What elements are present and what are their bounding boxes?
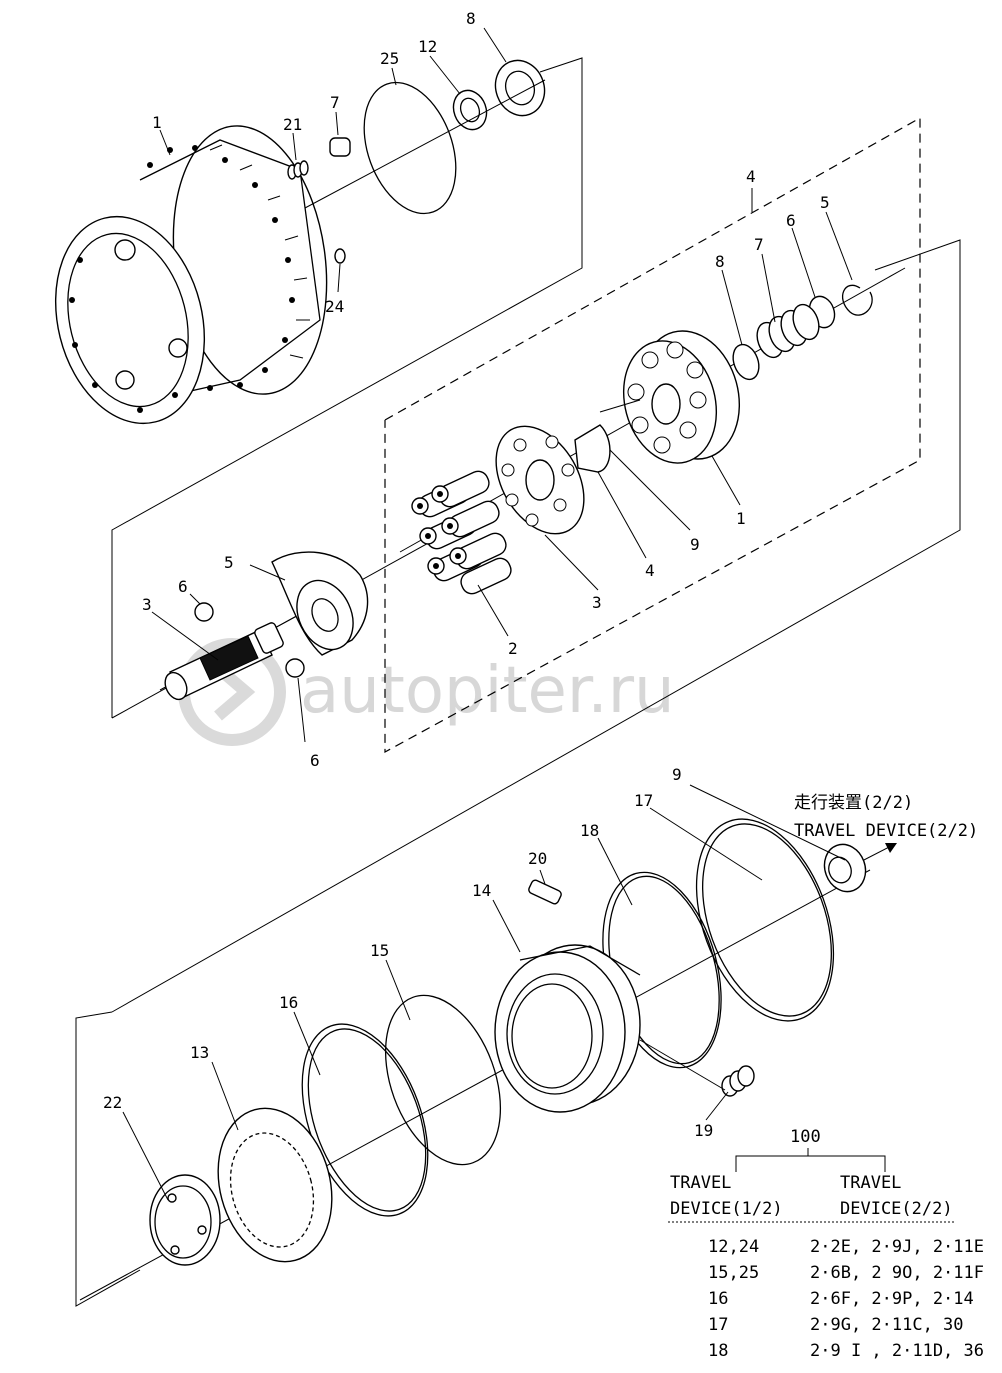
friction-plate-13 <box>217 1107 333 1263</box>
ring-17 <box>695 818 835 1022</box>
spring-19 <box>721 1065 755 1097</box>
callout-rotor-8: 8 <box>715 252 725 271</box>
callout-lower-15: 15 <box>370 941 389 960</box>
callout-housing-1: 1 <box>152 113 162 132</box>
callout-rotor-2: 2 <box>508 639 518 658</box>
piston-set-2 <box>411 470 512 595</box>
brake-piston-14 <box>494 944 641 1113</box>
table-row-part: 18 <box>708 1341 728 1361</box>
callout-rotor-3: 3 <box>592 593 602 612</box>
callout-lower-17: 17 <box>634 791 653 810</box>
table-row-refs: 2·6B, 2 9O, 2·11F <box>810 1263 984 1283</box>
ball-6-upper <box>194 602 214 622</box>
callout-lower-18: 18 <box>580 821 599 840</box>
o-ring-24 <box>334 248 346 264</box>
callout-lower-22: 22 <box>103 1093 122 1112</box>
table-row-part: 12,24 <box>708 1237 759 1257</box>
callout-shaft-6: 6 <box>178 577 188 596</box>
callout-lower-19: 19 <box>694 1121 713 1140</box>
watermark: autopiter.ru <box>178 638 675 746</box>
table-row-refs: 2·6F, 2·9P, 2·14 <box>810 1289 974 1309</box>
pin-20 <box>528 879 562 905</box>
callout-shaft-6b: 6 <box>310 751 320 770</box>
o-ring-25 <box>363 81 457 215</box>
callout-housing-21: 21 <box>283 115 302 134</box>
col2-header-line2: DEVICE(2/2) <box>840 1199 953 1219</box>
callout-lower-14: 14 <box>472 881 491 900</box>
snap-ring-5 <box>841 284 873 316</box>
bearing-9 <box>823 843 867 893</box>
callout-rotor-1: 1 <box>736 509 746 528</box>
col2-header-line1: TRAVEL <box>840 1173 901 1193</box>
callout-rotor-9: 9 <box>690 535 700 554</box>
callout-rotor-4: 4 <box>645 561 655 580</box>
table-row-refs: 2·9 I , 2·11D, 36 <box>810 1341 984 1361</box>
rotor-assembly: 4 <box>111 116 961 1013</box>
callout-lower-13: 13 <box>190 1043 209 1062</box>
callout-housing-12: 12 <box>418 37 437 56</box>
table-row-part: 16 <box>708 1289 728 1309</box>
seal-12 <box>452 89 488 131</box>
callout-lower-9: 9 <box>672 765 682 784</box>
pin-9 <box>599 399 641 413</box>
continuation-label-jp: 走行装置(2/2) <box>794 793 913 813</box>
reference-table: 100 TRAVEL DEVICE(1/2) TRAVEL DEVICE(2/2… <box>668 1127 984 1361</box>
bearing-8 <box>494 59 546 117</box>
spring-21 <box>287 160 309 180</box>
spherical-bush-4 <box>574 424 611 473</box>
plate-22 <box>149 1174 221 1266</box>
table-row-part: 17 <box>708 1315 728 1335</box>
callout-housing-24: 24 <box>325 297 344 316</box>
shaft-assembly: 5 6 3 6 <box>142 551 369 770</box>
table-row-refs: 2·2E, 2·9J, 2·11E <box>810 1237 984 1257</box>
callout-rotor-6: 6 <box>786 211 796 230</box>
group-number: 100 <box>790 1127 821 1147</box>
table-row-refs: 2·9G, 2·11C, 30 <box>810 1315 964 1335</box>
ring-15 <box>384 994 502 1166</box>
spring-7 <box>756 303 820 359</box>
callout-rotor-7: 7 <box>754 235 764 254</box>
callout-shaft-3: 3 <box>142 595 152 614</box>
callout-rotor-5: 5 <box>820 193 830 212</box>
callout-shaft-5: 5 <box>224 553 234 572</box>
callout-housing-7: 7 <box>330 93 340 112</box>
callout-assembly-4: 4 <box>746 167 756 186</box>
continuation-label-en: TRAVEL DEVICE(2/2) <box>794 821 978 841</box>
ring-8 <box>732 343 760 381</box>
callout-lower-16: 16 <box>279 993 298 1012</box>
watermark-text: autopiter.ru <box>300 654 675 728</box>
retainer-plate-3 <box>495 425 585 535</box>
plug-7 <box>329 137 351 157</box>
brake-assembly: 9 17 18 20 14 15 16 13 22 19 走行装置(2/2) T… <box>75 765 978 1307</box>
callout-lower-20: 20 <box>528 849 547 868</box>
callout-housing-8: 8 <box>466 9 476 28</box>
ball-6-lower <box>285 658 305 678</box>
table-row-part: 15,25 <box>708 1263 759 1283</box>
callout-housing-25: 25 <box>380 49 399 68</box>
col1-header-line1: TRAVEL <box>670 1173 731 1193</box>
col1-header-line2: DEVICE(1/2) <box>670 1199 783 1219</box>
cylinder-block-1 <box>622 330 741 464</box>
housing-assembly: 1 21 7 25 12 8 24 <box>54 9 583 719</box>
